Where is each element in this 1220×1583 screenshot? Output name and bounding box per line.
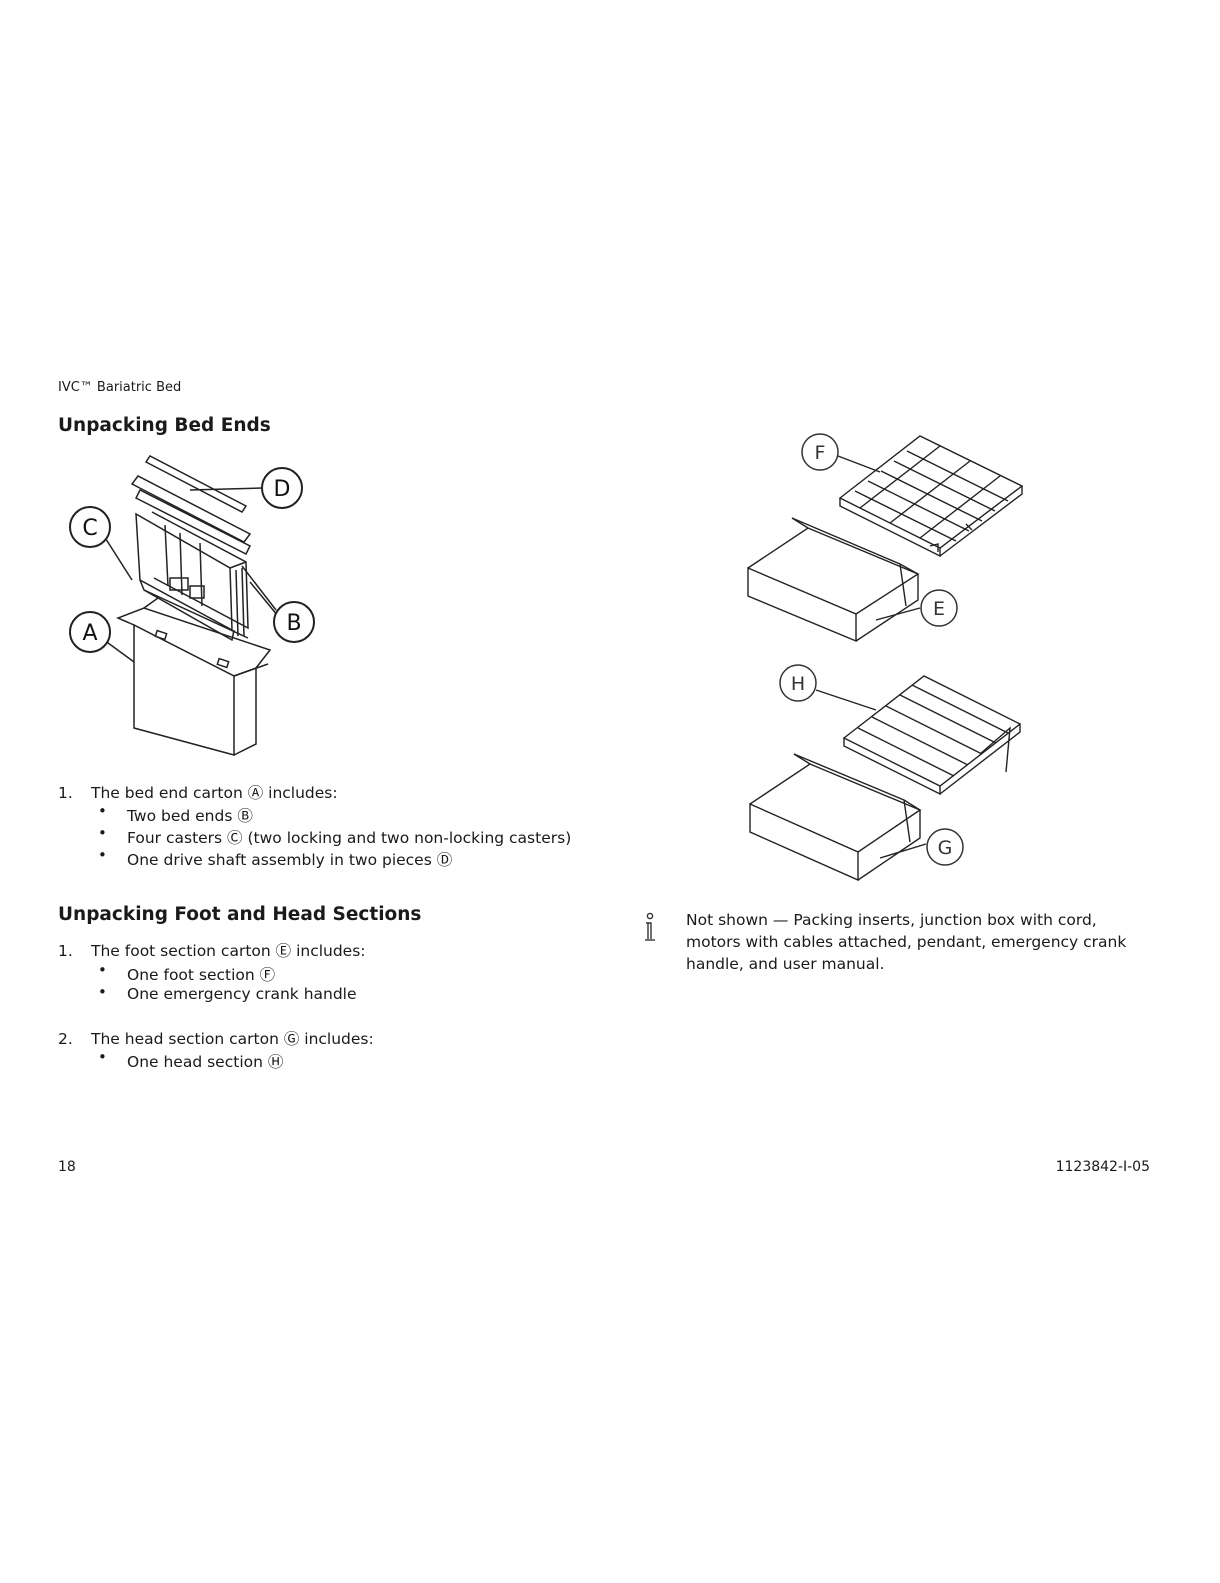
- callout-label-f: F: [815, 442, 826, 464]
- bed-ends-illustration: C D B A: [69, 455, 315, 756]
- callout-label-h: H: [791, 673, 805, 695]
- callout-circle-a: [69, 611, 111, 653]
- callout-circle-e: [920, 589, 958, 627]
- callout-circle-f: [801, 433, 839, 471]
- drive-shaft-part: [144, 455, 248, 513]
- item-text: The bed end carton Ⓐ includes:: [91, 784, 338, 802]
- callout-label-e: E: [933, 598, 945, 620]
- bullet-icon: •: [98, 846, 107, 864]
- callout-label-g: G: [938, 837, 953, 859]
- callout-circle-d: [261, 467, 303, 509]
- list-item: 2. The head section carton Ⓖ includes:: [58, 1028, 374, 1050]
- document-number: 1123842-I-05: [1055, 1159, 1150, 1175]
- bullet-item: Two bed ends Ⓑ: [127, 807, 253, 825]
- callout-label-d: D: [274, 477, 291, 502]
- callout-circle-h: [779, 664, 817, 702]
- note-line: handle, and user manual.: [686, 955, 885, 973]
- bullet-item: One emergency crank handle: [127, 985, 357, 1003]
- callout-label-b: B: [286, 611, 301, 636]
- section-title-foot-head: Unpacking Foot and Head Sections: [58, 904, 422, 925]
- bullet-icon: •: [98, 802, 107, 820]
- info-icon: [645, 912, 655, 941]
- note-line: Not shown — Packing inserts, junction bo…: [686, 911, 1097, 929]
- section-title-bed-ends: Unpacking Bed Ends: [58, 415, 271, 436]
- carton-outline: [133, 623, 235, 756]
- note-line: motors with cables attached, pendant, em…: [686, 933, 1127, 951]
- bullet-icon: •: [98, 1048, 107, 1066]
- callout-label-c: C: [82, 516, 97, 541]
- callout-circle-c: [69, 506, 111, 548]
- callout-circle-b: [273, 601, 315, 643]
- item-number: 1.: [58, 942, 73, 960]
- list-item: 1. The bed end carton Ⓐ includes:: [58, 782, 338, 804]
- callout-label-a: A: [82, 621, 97, 646]
- drive-shaft-part: [130, 475, 252, 543]
- bullet-item: One foot section Ⓕ: [127, 966, 276, 984]
- list-item: 1. The foot section carton Ⓔ includes:: [58, 940, 366, 962]
- running-header: IVC™ Bariatric Bed: [58, 380, 182, 395]
- bullet-item: One head section Ⓗ: [127, 1053, 284, 1071]
- foot-head-sections-illustration: F E H G: [747, 433, 1024, 882]
- bullet-item: One drive shaft assembly in two pieces Ⓓ: [127, 851, 453, 869]
- note-text: Not shown — Packing inserts, junction bo…: [686, 909, 1126, 975]
- head-section-frame: [842, 675, 1022, 787]
- item-number: 1.: [58, 784, 73, 802]
- bullet-icon: •: [98, 983, 107, 1001]
- carton-outline: [747, 566, 857, 643]
- item-text: The head section carton Ⓖ includes:: [91, 1030, 374, 1048]
- callout-circle-g: [926, 828, 964, 866]
- bullet-icon: •: [98, 961, 107, 979]
- carton-outline: [749, 802, 859, 882]
- page-number: 18: [58, 1159, 76, 1175]
- item-number: 2.: [58, 1030, 73, 1048]
- item-text: The foot section carton Ⓔ includes:: [91, 942, 366, 960]
- bullet-item: Four casters Ⓒ (two locking and two non-…: [127, 829, 572, 847]
- bullet-icon: •: [98, 824, 107, 842]
